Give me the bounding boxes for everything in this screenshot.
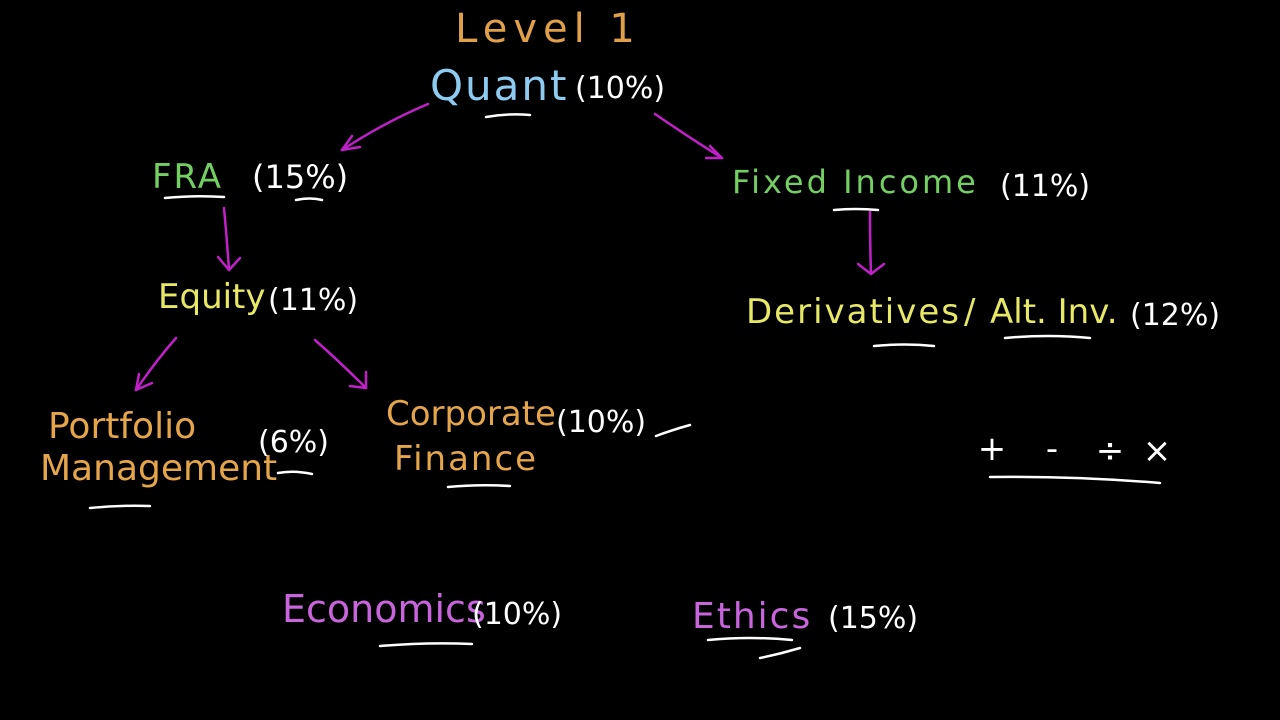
node-economics: Economics (10%) <box>282 587 562 632</box>
arrow-fra-to-equity <box>216 206 242 272</box>
management-label: Management <box>40 448 277 489</box>
fra-weight: (15%) <box>252 158 348 196</box>
corporate-finance-weight: (10%) <box>556 405 646 440</box>
node-corporate-finance: Corporate Finance (10%) <box>386 394 646 479</box>
ethics-weight: (15%) <box>828 601 918 636</box>
underline-ethics <box>706 636 794 642</box>
underline-fixed-income <box>832 207 880 212</box>
finance-label: Finance <box>394 439 538 479</box>
arrow-quant-to-fra <box>340 102 430 152</box>
arrow-equity-to-corporate <box>313 338 368 390</box>
underline-economics <box>378 642 474 648</box>
node-fixed-income: Fixed Income (11%) <box>732 163 1090 204</box>
math-underline <box>988 475 1162 485</box>
arrow-equity-to-portfolio <box>134 336 178 392</box>
derivatives-label: Derivatives <box>746 292 961 332</box>
arrow-fixed-income-to-derivatives <box>856 210 886 276</box>
equity-weight: (11%) <box>268 283 358 318</box>
underline-fra-weight <box>294 197 324 202</box>
derivatives-weight: (12%) <box>1130 298 1220 333</box>
quant-weight: (10%) <box>575 71 665 106</box>
economics-weight: (10%) <box>472 597 562 632</box>
quant-label: Quant <box>430 61 569 110</box>
title: Level 1 <box>455 6 641 52</box>
node-portfolio-management: Portfolio Management (6%) <box>40 406 329 489</box>
underlines <box>88 113 1092 660</box>
fra-label: FRA <box>152 157 223 197</box>
node-quant: Quant (10%) <box>430 61 665 110</box>
math-operations: + - ÷ × <box>978 429 1172 485</box>
arrows <box>134 102 886 392</box>
ethics-label: Ethics <box>692 596 812 637</box>
underline-fra <box>163 194 226 200</box>
fixed-income-weight: (11%) <box>1000 169 1090 204</box>
minus-symbol: - <box>1046 429 1058 469</box>
plus-symbol: + <box>978 429 1007 469</box>
underline-alt-inv <box>1003 334 1092 340</box>
underline-portfolio-weight <box>276 470 314 476</box>
dash-corporate-finance <box>654 423 692 438</box>
times-symbol: × <box>1143 431 1172 471</box>
underline-management <box>88 504 152 510</box>
equity-label: Equity <box>158 277 266 317</box>
divide-symbol: ÷ <box>1096 431 1125 471</box>
portfolio-management-weight: (6%) <box>258 425 329 460</box>
node-fra: FRA (15%) <box>152 157 348 197</box>
fixed-income-label: Fixed Income <box>732 163 979 201</box>
derivatives-separator: / <box>964 292 976 332</box>
arrow-quant-to-fixed-income <box>653 112 724 160</box>
underline-derivatives <box>872 343 936 348</box>
node-derivatives-alt-inv: Derivatives / Alt. Inv. (12%) <box>746 292 1220 333</box>
underline-quant <box>484 113 532 119</box>
alt-inv-label: Alt. Inv. <box>990 292 1118 332</box>
portfolio-label: Portfolio <box>48 406 196 447</box>
underline-ethics-arrow <box>758 646 802 660</box>
node-ethics: Ethics (15%) <box>692 596 918 637</box>
underline-finance <box>446 483 512 489</box>
corporate-label: Corporate <box>386 394 556 434</box>
node-equity: Equity (11%) <box>158 277 358 318</box>
economics-label: Economics <box>282 587 486 631</box>
